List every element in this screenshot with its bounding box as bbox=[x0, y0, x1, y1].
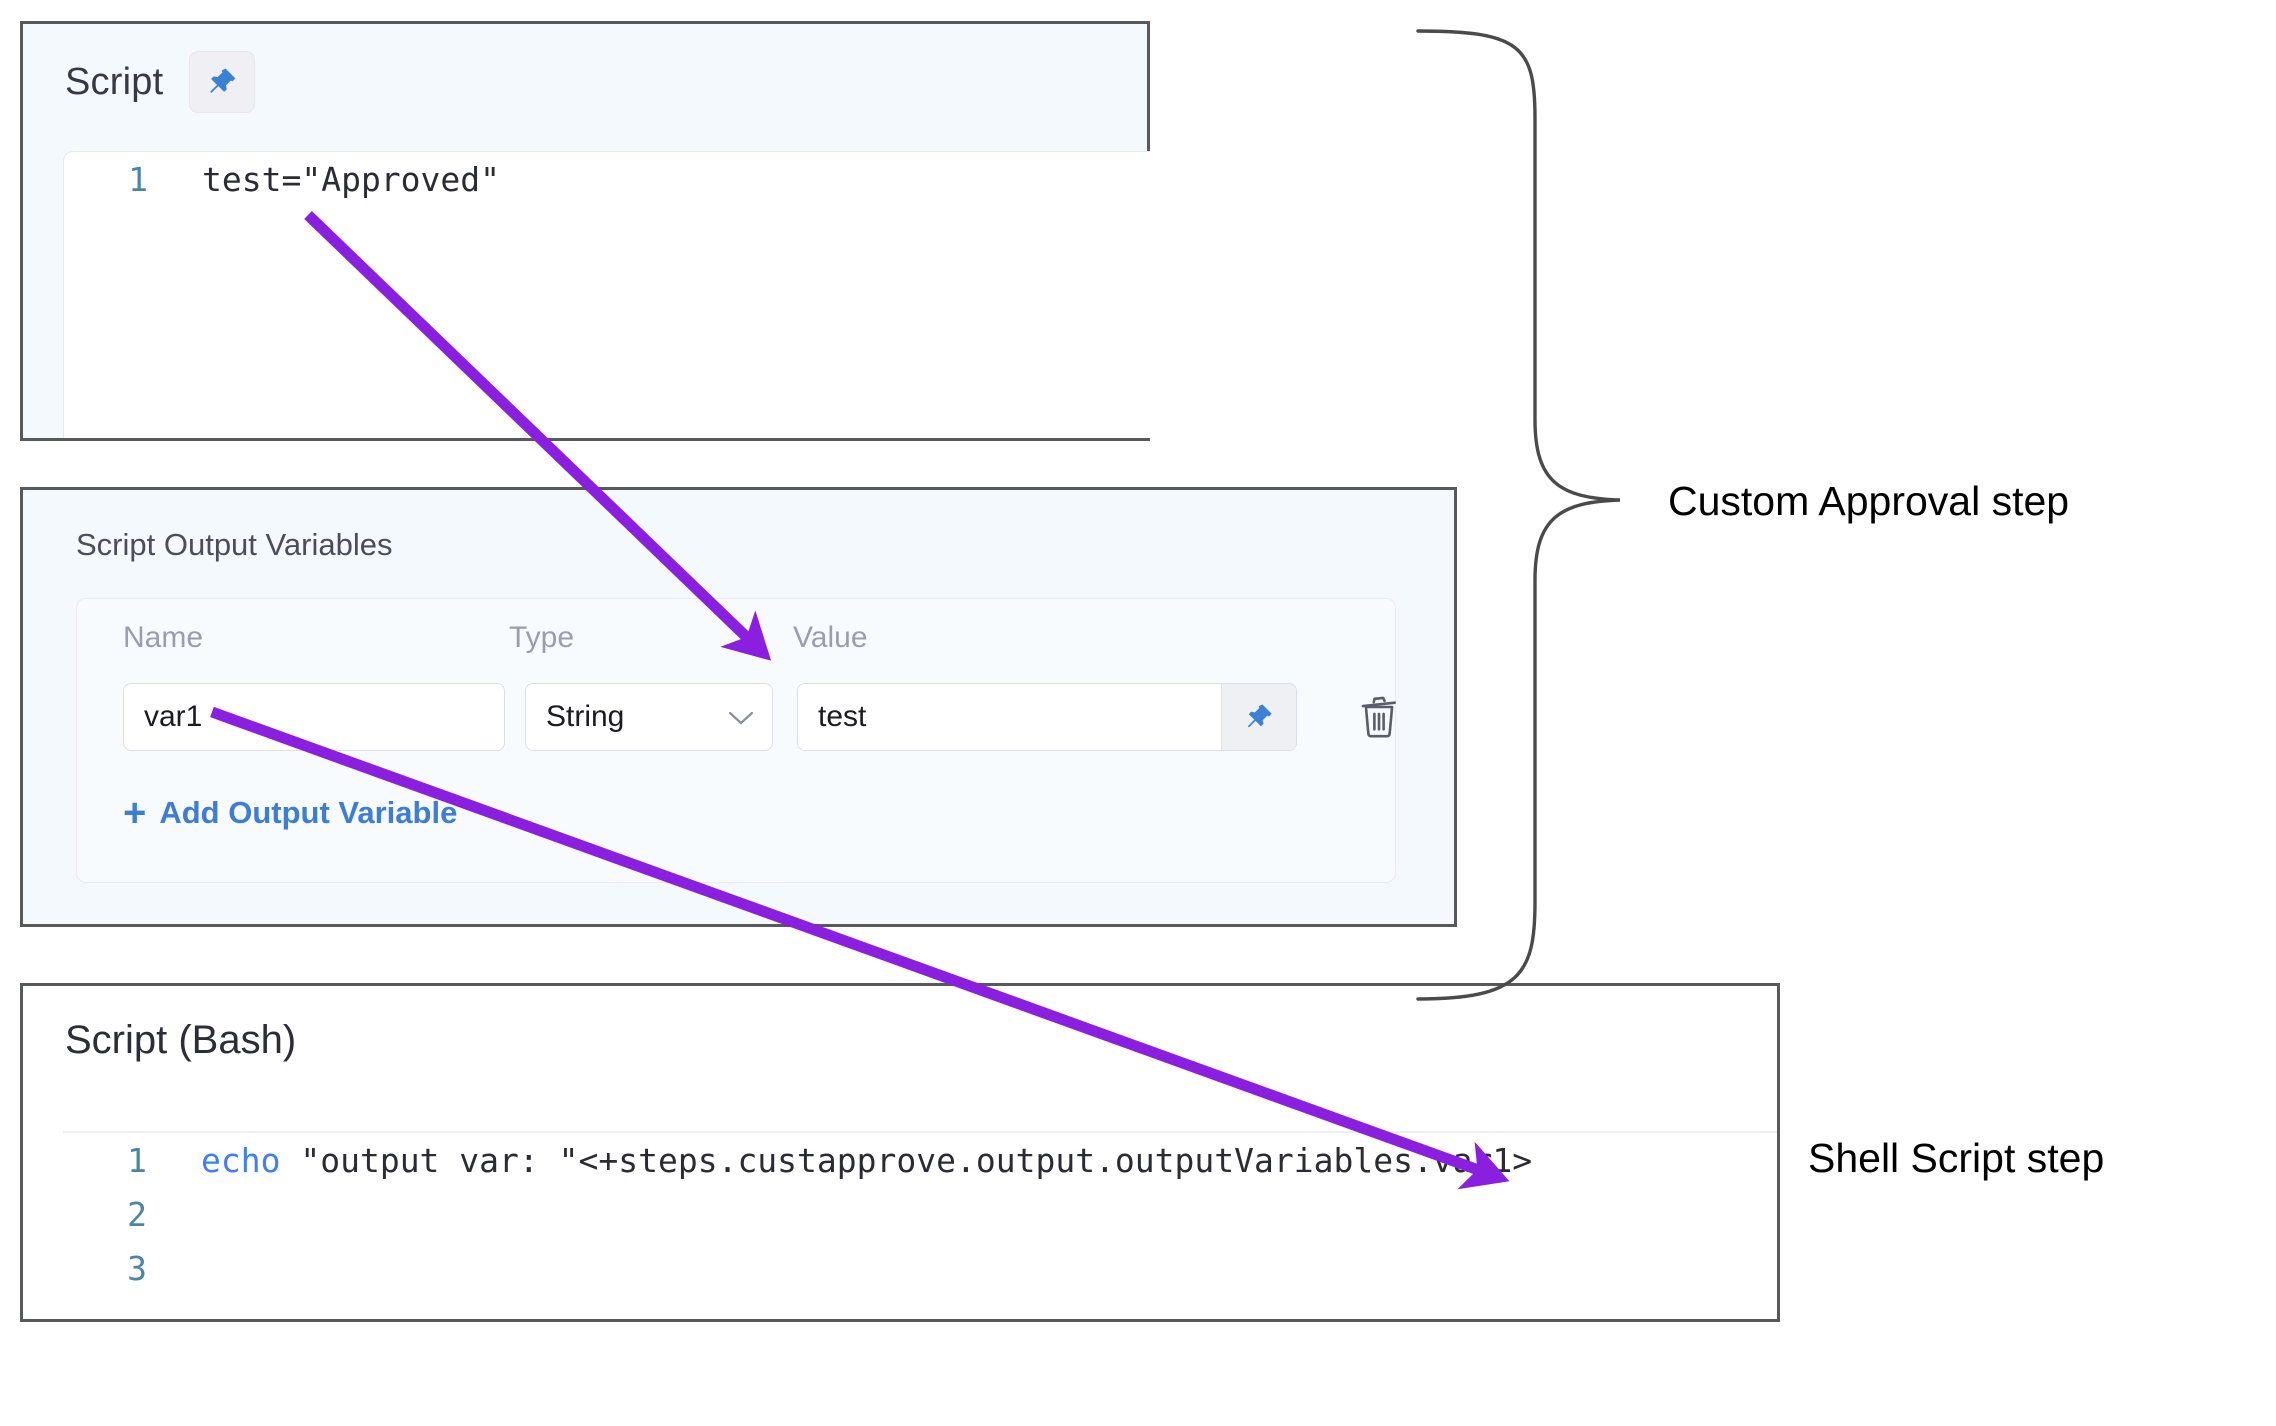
script-panel: Script 1 test="Approved" bbox=[20, 21, 1150, 441]
pin-icon[interactable] bbox=[189, 51, 256, 113]
code-line: 3 bbox=[63, 1241, 1777, 1295]
annotation-shell-script-step: Shell Script step bbox=[1808, 1135, 2105, 1181]
script-panel-title: Script bbox=[65, 60, 164, 103]
variable-value-field[interactable]: test bbox=[797, 683, 1297, 751]
output-variable-row: var1 String test bbox=[77, 683, 1396, 763]
bash-code-editor[interactable]: 1 echo "output var: "<+steps.custapprove… bbox=[63, 1131, 1777, 1319]
plus-icon: + bbox=[123, 791, 147, 835]
script-panel-header: Script bbox=[23, 24, 1147, 113]
bash-panel-title: Script (Bash) bbox=[65, 1018, 297, 1062]
column-header-type: Type bbox=[509, 621, 575, 654]
line-number: 2 bbox=[127, 1194, 147, 1234]
script-code-editor[interactable]: 1 test="Approved" bbox=[63, 151, 1150, 438]
variable-type-value: String bbox=[546, 700, 625, 733]
variable-name-input[interactable]: var1 bbox=[123, 683, 505, 751]
line-number: 1 bbox=[128, 159, 148, 199]
column-header-name: Name bbox=[123, 621, 204, 654]
output-variables-card: Name Type Value var1 String test bbox=[76, 598, 1396, 883]
column-headers: Name Type Value bbox=[77, 621, 1395, 665]
trash-icon[interactable] bbox=[1349, 683, 1409, 751]
code-keyword: echo bbox=[201, 1140, 281, 1180]
bash-script-panel: Script (Bash) 1 echo "output var: "<+ste… bbox=[20, 983, 1780, 1322]
code-line: 1 echo "output var: "<+steps.custapprove… bbox=[63, 1133, 1777, 1187]
annotation-custom-approval-step: Custom Approval step bbox=[1668, 478, 2070, 524]
chevron-down-icon bbox=[728, 700, 754, 734]
pin-icon[interactable] bbox=[1221, 684, 1296, 750]
add-output-variable-label: Add Output Variable bbox=[159, 795, 458, 830]
code-line: 2 bbox=[63, 1187, 1777, 1241]
output-variables-title: Script Output Variables bbox=[76, 527, 393, 562]
line-number: 3 bbox=[127, 1248, 147, 1288]
script-output-variables-panel: Script Output Variables Name Type Value … bbox=[20, 487, 1457, 927]
column-header-value: Value bbox=[793, 621, 868, 654]
code-text: "output var: "<+steps.custapprove.output… bbox=[280, 1140, 1533, 1180]
code-text: test="Approved" bbox=[202, 159, 501, 199]
line-number: 1 bbox=[127, 1140, 147, 1180]
code-line: 1 test="Approved" bbox=[64, 152, 1150, 206]
variable-type-select[interactable]: String bbox=[525, 683, 773, 751]
variable-value-input[interactable]: test bbox=[798, 684, 1221, 750]
add-output-variable-button[interactable]: + Add Output Variable bbox=[123, 793, 457, 833]
